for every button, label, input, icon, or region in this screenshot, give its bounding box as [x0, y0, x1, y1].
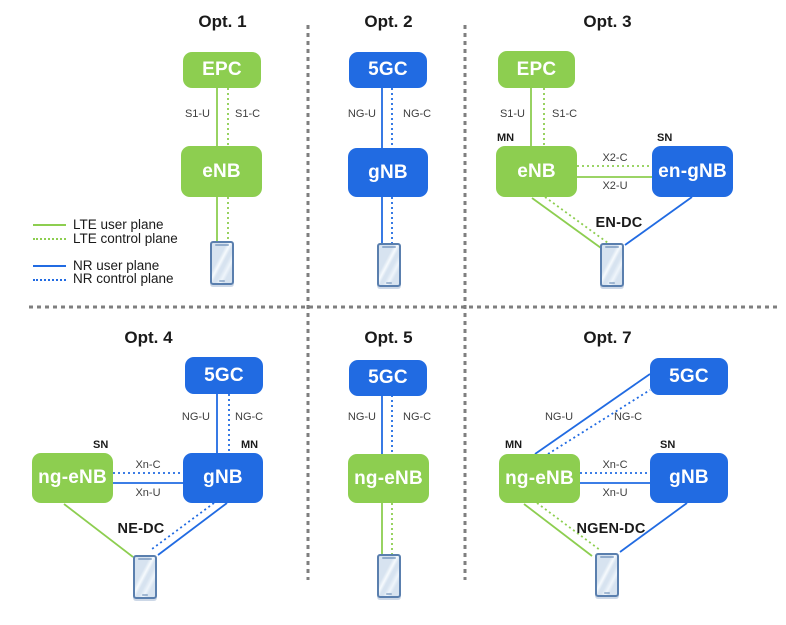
- legend-nr-control-label: NR control plane: [73, 271, 174, 286]
- role-label-sn: SN: [657, 132, 673, 144]
- opt7-ngenb-ue-user-line: [523, 503, 593, 557]
- core-node-5gc: 5GC: [185, 357, 263, 394]
- legend-nr-user-label: NR user plane: [73, 258, 160, 273]
- ue-phone-icon: [595, 553, 619, 597]
- ue-phone-icon: [600, 243, 624, 287]
- legend-nr-control-line-sample: [33, 279, 66, 281]
- panel-title: Opt. 1: [198, 12, 247, 31]
- opt3-engnb-ue-user-line: [624, 196, 693, 246]
- legend-lte-control-line-sample: [33, 238, 66, 240]
- opt3-enb-ue-user-line: [531, 197, 602, 249]
- ran-node-enb: eNB: [181, 146, 262, 197]
- role-label-mn: MN: [505, 439, 523, 451]
- ran-node-ngenb-mn: ng-eNB: [499, 454, 580, 503]
- interface-label-xnu: Xn-U: [135, 487, 161, 499]
- interface-label-xnc: Xn-C: [135, 459, 161, 471]
- interface-label-ngu: NG-U: [181, 411, 210, 423]
- role-label-sn: SN: [660, 439, 676, 451]
- core-node-epc: EPC: [498, 51, 575, 88]
- role-label-mn: MN: [497, 132, 515, 144]
- ran-node-engnb-sn: en-gNB: [652, 146, 733, 197]
- role-label-sn: SN: [93, 439, 109, 451]
- interface-label-ngu: NG-U: [347, 411, 376, 423]
- legend-nr-user-line-sample: [33, 265, 66, 267]
- interface-label-ngc: NG-C: [235, 411, 264, 423]
- ran-node-ngenb: ng-eNB: [348, 454, 429, 503]
- panel-title: Opt. 2: [364, 12, 413, 31]
- ran-node-gnb-sn: gNB: [650, 453, 728, 503]
- ue-phone-icon: [377, 554, 401, 598]
- interface-label-s1c: S1-C: [235, 108, 261, 120]
- ran-node-enb-mn: eNB: [496, 146, 577, 197]
- ran-node-gnb: gNB: [348, 148, 428, 197]
- legend-lte-user-label: LTE user plane: [73, 217, 164, 232]
- ran-node-gnb-mn: gNB: [183, 453, 263, 503]
- opt3-enb-ue-control-line: [544, 196, 609, 244]
- interface-label-ngu: NG-U: [544, 411, 574, 423]
- role-label-mn: MN: [241, 439, 259, 451]
- panel-title: Opt. 3: [583, 12, 632, 31]
- interface-label-ngu: NG-U: [347, 108, 376, 120]
- interface-label-s1u: S1-U: [499, 108, 525, 120]
- opt7-ngu-line: [534, 373, 651, 455]
- panel-title: Opt. 4: [124, 328, 173, 347]
- core-node-5gc: 5GC: [349, 52, 427, 88]
- legend-lte-user-line-sample: [33, 224, 66, 226]
- opt4-gnb-ue-user-line: [157, 502, 228, 556]
- ran-node-ngenb-sn: ng-eNB: [32, 453, 113, 503]
- opt7-ngenb-ue-control-line: [536, 502, 601, 551]
- interface-label-ngc: NG-C: [613, 411, 643, 423]
- panel-title: Opt. 5: [364, 328, 413, 347]
- dc-label-endc: EN-DC: [595, 215, 643, 231]
- opt7-ngc-line: [547, 389, 651, 455]
- opt4-ngenb-ue-user-line: [63, 503, 134, 558]
- interface-label-s1c: S1-C: [552, 108, 578, 120]
- ue-phone-icon: [377, 243, 401, 287]
- core-node-5gc: 5GC: [349, 360, 427, 396]
- interface-label-ngc: NG-C: [403, 411, 432, 423]
- legend-lte-control-label: LTE control plane: [73, 231, 178, 246]
- interface-label-ngc: NG-C: [403, 108, 432, 120]
- interface-label-xnu: Xn-U: [602, 487, 628, 499]
- interface-label-x2c: X2-C: [602, 152, 628, 164]
- ue-phone-icon: [133, 555, 157, 599]
- interface-label-s1u: S1-U: [184, 108, 210, 120]
- core-node-5gc: 5GC: [650, 358, 728, 395]
- interface-label-x2u: X2-U: [602, 180, 628, 192]
- core-node-epc: EPC: [183, 52, 261, 88]
- panel-title: Opt. 7: [583, 328, 632, 347]
- dc-label-ngendc: NGEN-DC: [576, 521, 646, 537]
- interface-label-xnc: Xn-C: [602, 459, 628, 471]
- opt7-gnb-ue-user-line: [619, 502, 688, 553]
- ue-phone-icon: [210, 241, 234, 285]
- dc-label-nedc: NE-DC: [117, 521, 165, 537]
